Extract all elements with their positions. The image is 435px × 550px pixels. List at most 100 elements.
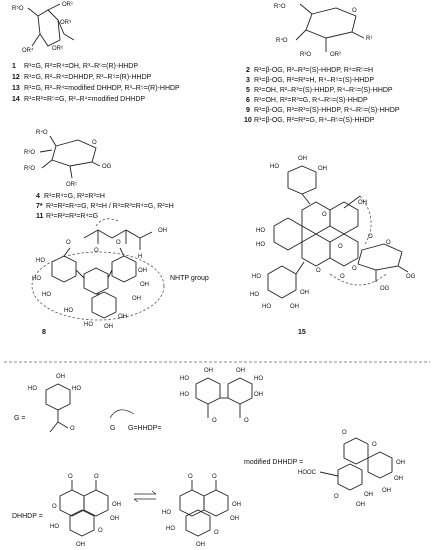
atom-label: O	[212, 474, 217, 480]
atom-label: O	[368, 234, 373, 240]
atom-label: OH	[132, 296, 141, 302]
structure-pyranose-2: R⁴O R³O R²O O OG OR¹	[24, 129, 112, 188]
compound-number: 14	[12, 96, 20, 103]
compound-substituents: R¹=R²=R⁴=G, R³=H / R¹=R³=R⁴=G, R²=H	[46, 203, 174, 210]
structure-compound-8: OH H HO HO HO OH OH HO HO OH OH OH O O O…	[31, 218, 209, 336]
atom-label: O	[338, 244, 343, 250]
legend-dhhdp-label: DHHDP =	[12, 513, 43, 520]
atom-label: HO	[180, 376, 189, 382]
atom-label: OH	[104, 324, 113, 330]
compound-substituents: R¹=β-OG, R²=R³=(S)-HHDP, R⁴–R⁵=(S)-HHDP	[254, 107, 400, 114]
atom-label: OH	[158, 228, 167, 234]
atom-label: HO	[180, 392, 189, 398]
atom-label: HO	[166, 526, 175, 532]
atom-label: OH	[356, 502, 365, 508]
atom-label: OH	[112, 502, 121, 508]
atom-label: HO	[256, 228, 265, 234]
atom-label: O	[322, 212, 327, 218]
compound-number: 11	[36, 213, 44, 220]
compound-number: 2	[246, 67, 250, 74]
atom-label: R²O	[24, 166, 35, 172]
atom-label: O	[70, 426, 75, 432]
compound-substituents: R¹=G, R²–R⁴=modified DHHDP, R³–R⁵=(R)-HH…	[24, 85, 180, 92]
legend-g-small: G	[110, 425, 115, 432]
atom-label: R⁴O	[276, 37, 288, 44]
atom-label: OH	[298, 156, 307, 162]
atom-label: OR¹	[62, 2, 73, 8]
atom-label: HO	[50, 524, 59, 530]
atom-label: O	[316, 268, 321, 274]
compound-substituents: R¹=β-OG, R²=R³=G, R⁴–R⁵=(S)-HHDP	[254, 117, 375, 124]
atom-label: OG	[380, 286, 390, 292]
atom-label: OH	[364, 492, 373, 498]
atom-label: OH	[230, 516, 239, 522]
compound-substituents: R¹=R²=R³=R⁴=G	[46, 213, 98, 220]
atom-label: O	[340, 274, 345, 280]
atom-label: OR²	[330, 52, 341, 58]
atom-label: R⁵O	[12, 5, 24, 12]
atom-label: OH	[118, 314, 127, 320]
atom-label: O	[352, 8, 357, 14]
atom-label: R¹	[366, 36, 372, 42]
compound-number: 5	[246, 87, 250, 94]
atom-label: O	[188, 474, 193, 480]
atom-label: HO	[36, 258, 45, 264]
atom-label: R⁵O	[274, 3, 286, 10]
compound-number: 8	[42, 329, 46, 336]
compound-number: 4	[36, 193, 40, 200]
atom-label: O	[244, 418, 249, 424]
atom-label: OH	[300, 290, 309, 296]
legend-modified-dhhdp: modified DHHDP = HOOC OH OH O O O OH OH …	[244, 430, 405, 508]
compound-substituents: R¹=OH, R²–R³=(S)-HHDP, R⁴–R⁵=(S)-HHDP	[254, 87, 393, 94]
atom-label: OH	[358, 200, 367, 206]
atom-label: HO	[162, 510, 171, 516]
atom-label: OR⁴	[22, 47, 34, 54]
atom-label: OR³	[60, 20, 71, 26]
atom-label: OR¹	[66, 182, 77, 188]
atom-label: HO	[32, 276, 41, 282]
atom-label: O	[66, 240, 71, 246]
compound-number: 3	[246, 77, 250, 84]
atom-label: R³O	[300, 52, 311, 58]
atom-label: HO	[72, 386, 81, 392]
atom-label: O	[98, 528, 103, 534]
atom-label: OH	[204, 368, 213, 374]
atom-label: O	[94, 474, 99, 480]
atom-label: O	[214, 530, 219, 536]
atom-label: HOOC	[298, 470, 317, 476]
atom-label: OH	[318, 166, 327, 172]
atom-label: R⁴O	[36, 129, 48, 136]
atom-label: O	[212, 418, 217, 424]
legend-g-label: G =	[14, 415, 25, 422]
atom-label: O	[92, 140, 97, 146]
atom-label: HO	[256, 242, 265, 248]
atom-label: O	[334, 494, 339, 500]
compound-substituents: R¹=R⁴=G, R²=R³=H	[44, 193, 105, 200]
atom-label: OR²	[52, 46, 63, 52]
atom-label: OH	[140, 282, 149, 288]
compound-substituents: R¹=β-OG, R²–R³=(S)-HHDP, R⁴=R⁵=H	[254, 67, 373, 74]
compound-substituents: R¹=G, R²=R⁴=OH, R³–R⁵=(R)-HHDP	[24, 63, 138, 70]
atom-label: OH	[110, 516, 119, 522]
compound-number: 7*	[36, 203, 43, 210]
structure-compound-15: HO OH OH HO HO HO OH HO HO OH OH O O O O…	[250, 156, 416, 336]
atom-label: OH	[138, 268, 147, 274]
atom-label: OH	[76, 542, 85, 548]
atom-label: HO	[28, 386, 37, 392]
compound-substituents: R¹=G, R²–R⁴=DHHDP, R³–R⁵=(R)-HHDP	[24, 74, 152, 81]
nhtp-group-ellipse	[31, 251, 165, 321]
compound-number: 10	[244, 117, 252, 124]
structure-furanose: R⁵O OR¹ OR³ OR⁴ OR²	[12, 2, 75, 54]
atom-label: HO	[250, 292, 259, 298]
atom-label: H	[138, 254, 142, 260]
compound-number: 12	[12, 74, 20, 81]
compound-number: 9	[246, 107, 250, 114]
compound-list-2: 2 R¹=β-OG, R²–R³=(S)-HHDP, R⁴=R⁵=H 3 R¹=…	[244, 67, 400, 124]
atom-label: HO	[252, 274, 261, 280]
compound-number: 15	[298, 329, 306, 336]
atom-label: OH	[290, 304, 299, 310]
atom-label: OH	[382, 488, 391, 494]
compound-substituents: R¹=R²=R⁵=G, R²–R⁴=modified DHHDP	[24, 96, 145, 103]
atom-label: HO	[84, 322, 93, 328]
atom-label: HO	[64, 308, 73, 314]
